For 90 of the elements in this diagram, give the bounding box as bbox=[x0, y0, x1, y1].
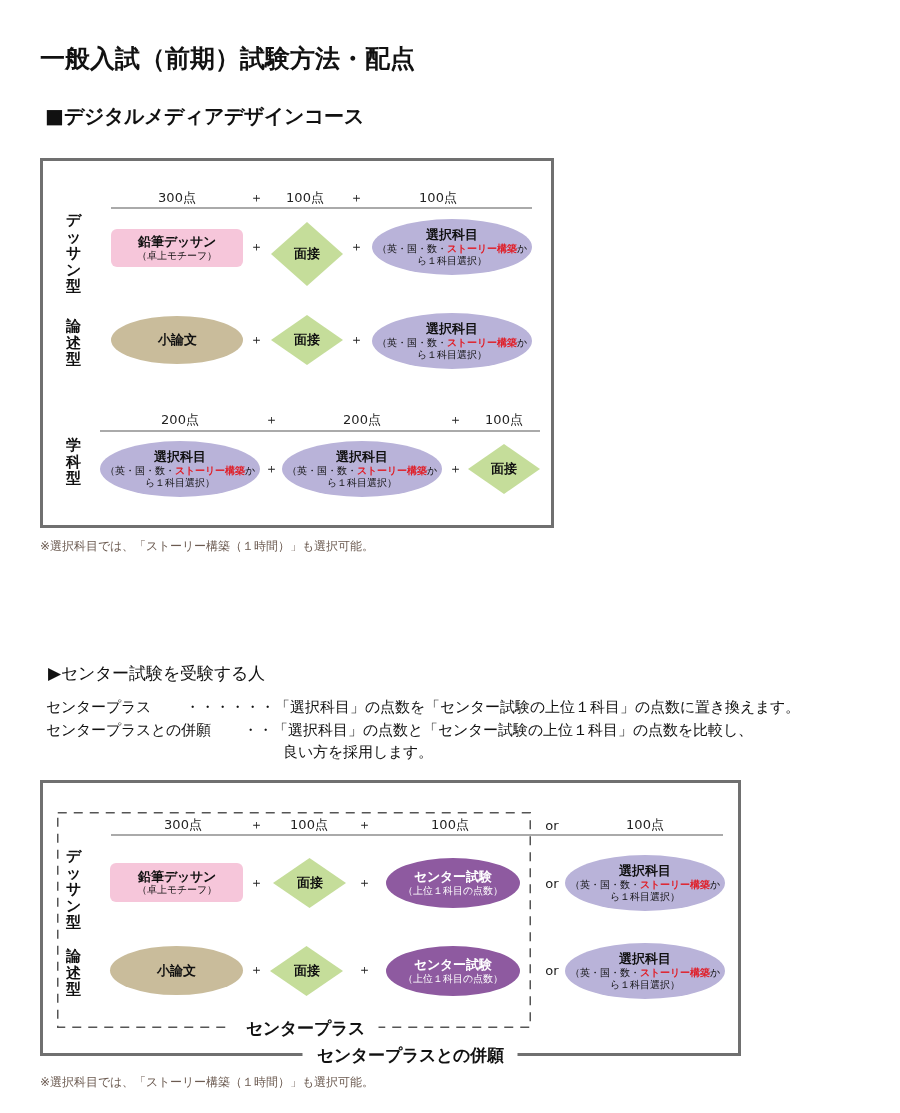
row-label: 論述型 bbox=[66, 318, 82, 368]
node-title: 面接 bbox=[294, 246, 320, 262]
subject-ellipse bbox=[372, 313, 532, 369]
node-title: センター試験 bbox=[414, 869, 492, 885]
group-heading: センタープラス bbox=[231, 1016, 379, 1040]
description-text: ・・・・・・「選択科目」の点数を「センター試験の上位１科目」の点数に置き換えます。 bbox=[185, 697, 800, 718]
section-heading: ▶センター試験を受験する人 bbox=[48, 662, 266, 685]
node-subtitle: （英・国・数・ストーリー構築から１科目選択） bbox=[286, 464, 438, 489]
plus-sign: ＋ bbox=[249, 874, 263, 892]
panel-frame bbox=[40, 158, 554, 528]
node-title: 鉛筆デッサン bbox=[137, 868, 216, 885]
footnote: ※選択科目では、「ストーリー構築（１時間）」も選択可能。 bbox=[40, 1074, 375, 1091]
node-title: センター試験 bbox=[414, 957, 492, 973]
description-text: ・・「選択科目」の点数と「センター試験の上位１科目」の点数を比較し、良い方を採用します。 bbox=[243, 720, 753, 763]
node-subtitle: （英・国・数・ストーリー構築から１科目選択） bbox=[376, 336, 528, 361]
or-label: or bbox=[545, 817, 559, 833]
or-label: or bbox=[545, 875, 559, 891]
points-label: 100点 bbox=[290, 816, 328, 834]
center-exam-ellipse bbox=[386, 946, 520, 996]
plus-sign: ＋ bbox=[349, 238, 363, 256]
plus-sign: ＋ bbox=[249, 331, 263, 349]
plus-sign: ＋ bbox=[249, 189, 263, 207]
node-title: 面接 bbox=[294, 332, 320, 348]
node-title: 選択科目 bbox=[619, 951, 671, 967]
node-subtitle: （卓上モチーフ） bbox=[136, 249, 218, 262]
essay-ellipse bbox=[111, 316, 243, 364]
node-subtitle: （上位１科目の点数） bbox=[402, 972, 504, 985]
essay-ellipse bbox=[110, 946, 243, 995]
subject-ellipse bbox=[565, 855, 725, 911]
points-label: 100点 bbox=[419, 189, 457, 207]
points-label: 100点 bbox=[431, 816, 469, 834]
footnote: ※選択科目では、「ストーリー構築（１時間）」も選択可能。 bbox=[40, 538, 375, 555]
node-title: 選択科目 bbox=[154, 449, 206, 465]
exam-card bbox=[111, 229, 243, 267]
plus-sign: ＋ bbox=[448, 411, 462, 429]
node-subtitle: （英・国・数・ストーリー構築から１科目選択） bbox=[104, 464, 256, 489]
interview-diamond bbox=[273, 858, 346, 908]
plus-sign: ＋ bbox=[264, 411, 278, 429]
node-title: 選択科目 bbox=[426, 227, 478, 243]
plus-sign: ＋ bbox=[249, 961, 263, 979]
row-label: 論述型 bbox=[66, 948, 82, 998]
node-title: 面接 bbox=[296, 875, 323, 891]
node-title: 小論文 bbox=[157, 962, 196, 979]
points-label: 300点 bbox=[164, 816, 202, 834]
node-subtitle: （英・国・数・ストーリー構築から１科目選択） bbox=[376, 242, 528, 267]
points-label: 300点 bbox=[158, 189, 196, 207]
row-label: デッサン型 bbox=[66, 848, 82, 931]
points-label: 100点 bbox=[626, 816, 664, 834]
row-label: 学科型 bbox=[66, 437, 82, 487]
node-subtitle: （英・国・数・ストーリー構築から１科目選択） bbox=[569, 966, 721, 991]
section-heading: ■デジタルメディアデザインコース bbox=[45, 103, 364, 130]
points-label: 200点 bbox=[343, 411, 381, 429]
panel-heading: センタープラスとの併願 bbox=[302, 1043, 518, 1067]
plus-sign: ＋ bbox=[357, 874, 371, 892]
page-title: 一般入試（前期）試験方法・配点 bbox=[40, 43, 415, 75]
description-text: センタープラスとの併願 bbox=[46, 720, 211, 741]
node-title: 選択科目 bbox=[619, 863, 671, 879]
subject-ellipse bbox=[282, 441, 442, 497]
exam-card bbox=[110, 863, 243, 902]
node-subtitle: （上位１科目の点数） bbox=[402, 884, 504, 897]
plus-sign: ＋ bbox=[249, 816, 263, 834]
plus-sign: ＋ bbox=[357, 816, 371, 834]
node-title: 小論文 bbox=[157, 332, 197, 348]
plus-sign: ＋ bbox=[448, 460, 462, 478]
node-title: 面接 bbox=[293, 963, 320, 979]
points-label: 100点 bbox=[485, 411, 523, 429]
center-exam-ellipse bbox=[386, 858, 520, 908]
interview-diamond bbox=[270, 946, 343, 996]
plus-sign: ＋ bbox=[249, 238, 263, 256]
node-title: 面接 bbox=[491, 461, 517, 477]
subject-ellipse bbox=[565, 943, 725, 999]
plus-sign: ＋ bbox=[349, 331, 363, 349]
points-label: 100点 bbox=[286, 189, 324, 207]
node-title: 鉛筆デッサン bbox=[138, 234, 216, 250]
points-label: 200点 bbox=[161, 411, 199, 429]
subject-ellipse bbox=[372, 219, 532, 275]
node-subtitle: （英・国・数・ストーリー構築から１科目選択） bbox=[569, 878, 721, 903]
node-title: 選択科目 bbox=[336, 449, 388, 465]
plus-sign: ＋ bbox=[357, 961, 371, 979]
row-label: デッサン型 bbox=[66, 212, 82, 295]
description-text: センタープラス bbox=[46, 697, 151, 718]
node-subtitle: （卓上モチーフ） bbox=[135, 884, 218, 897]
interview-diamond bbox=[271, 315, 343, 365]
or-label: or bbox=[545, 962, 559, 978]
subject-ellipse bbox=[100, 441, 260, 497]
node-title: 選択科目 bbox=[426, 321, 478, 337]
plus-sign: ＋ bbox=[264, 460, 278, 478]
interview-diamond bbox=[468, 444, 540, 494]
plus-sign: ＋ bbox=[349, 189, 363, 207]
interview-diamond bbox=[271, 222, 343, 286]
